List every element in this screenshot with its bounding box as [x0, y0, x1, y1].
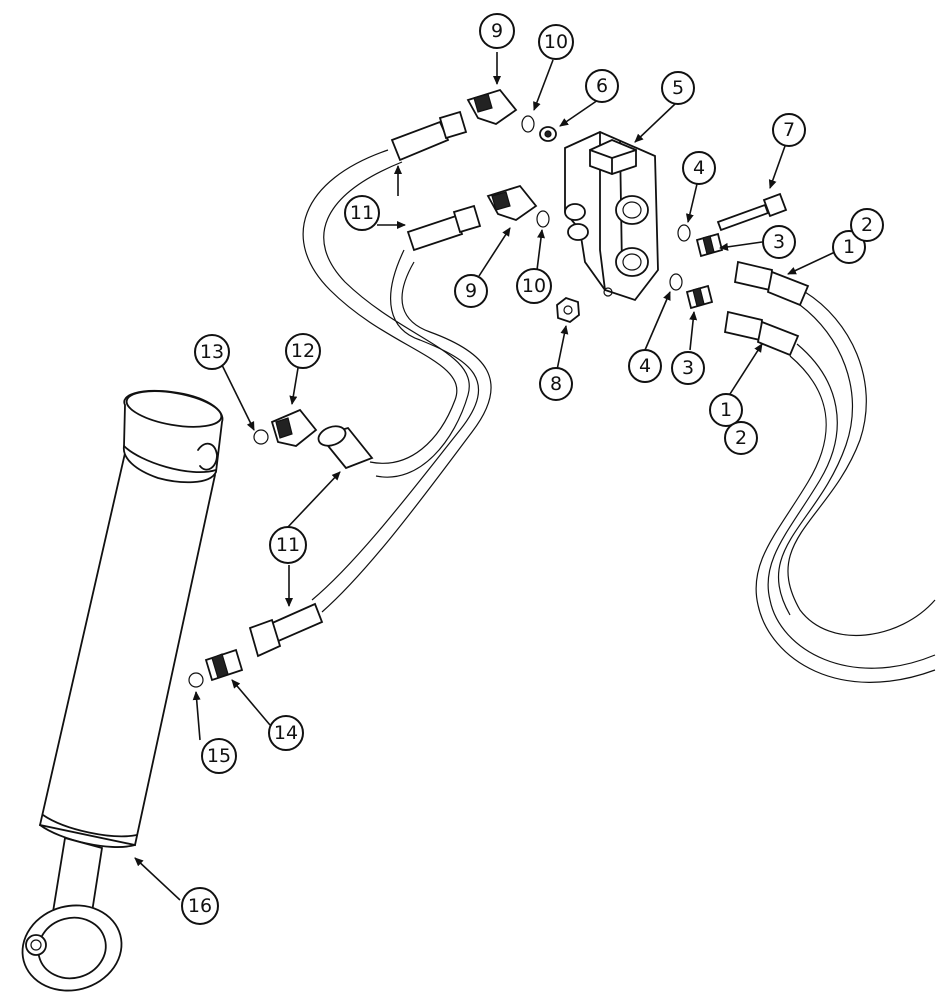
svg-text:5: 5 [672, 77, 684, 99]
callout-7: 7 [772, 113, 806, 147]
callout-13: 13 [194, 334, 230, 370]
callout-3-top: 3 [762, 225, 796, 259]
svg-text:7: 7 [783, 119, 795, 141]
svg-text:12: 12 [291, 340, 315, 362]
callout-9-bottom: 9 [454, 274, 488, 308]
callout-16: 16 [181, 887, 219, 925]
svg-text:15: 15 [207, 745, 231, 767]
callout-1-bottom: 1 [709, 393, 743, 427]
svg-text:3: 3 [682, 357, 694, 379]
callout-12: 12 [285, 333, 321, 369]
svg-text:1: 1 [720, 399, 732, 421]
callout-3-bottom: 3 [671, 351, 705, 385]
nut-8 [556, 296, 580, 324]
callout-11-top: 11 [344, 195, 380, 231]
elbow-12 [270, 408, 318, 447]
callout-2-bottom: 2 [724, 421, 758, 455]
svg-text:6: 6 [596, 75, 608, 97]
svg-text:2: 2 [735, 427, 747, 449]
hose-ends-11 [248, 110, 482, 658]
callout-8: 8 [539, 367, 573, 401]
fittings-3 [685, 232, 724, 310]
svg-text:4: 4 [693, 157, 705, 179]
svg-text:13: 13 [200, 341, 224, 363]
hydraulic-cylinder [21, 389, 224, 992]
svg-text:10: 10 [544, 31, 568, 53]
valve-block [564, 131, 659, 302]
callout-5: 5 [661, 71, 695, 105]
svg-text:10: 10 [522, 275, 546, 297]
svg-text:8: 8 [550, 373, 562, 395]
svg-text:4: 4 [639, 355, 651, 377]
callout-10-top: 10 [538, 24, 574, 60]
callout-9-top: 9 [479, 13, 515, 49]
elbows-9 [466, 88, 538, 221]
plug-6 [539, 126, 557, 142]
callout-14: 14 [268, 715, 304, 751]
o-rings [188, 115, 691, 688]
callout-11-cyl-upper: 11 [269, 526, 307, 564]
callout-6: 6 [585, 69, 619, 103]
bolt-7 [716, 192, 788, 232]
svg-text:2: 2 [861, 214, 873, 236]
hose-lines [302, 149, 936, 683]
svg-text:11: 11 [350, 202, 374, 224]
svg-text:9: 9 [465, 280, 477, 302]
svg-text:3: 3 [773, 231, 785, 253]
callout-4-bottom: 4 [628, 349, 662, 383]
leader-lines [134, 52, 836, 901]
callout-10-bottom: 10 [516, 268, 552, 304]
svg-text:16: 16 [188, 895, 212, 917]
callout-15: 15 [201, 738, 237, 774]
svg-text:14: 14 [274, 722, 298, 744]
callout-1-top: 1 [832, 230, 866, 264]
svg-text:9: 9 [491, 20, 503, 42]
hose-ends-1-2 [723, 260, 810, 357]
callouts: 9 10 6 5 7 4 3 1 2 11 9 10 8 4 3 1 2 13 … [181, 13, 884, 925]
svg-text:1: 1 [843, 236, 855, 258]
fitting-14 [204, 648, 244, 682]
svg-text:11: 11 [276, 534, 300, 556]
callout-2-top: 2 [850, 208, 884, 242]
callout-4-top: 4 [682, 151, 716, 185]
